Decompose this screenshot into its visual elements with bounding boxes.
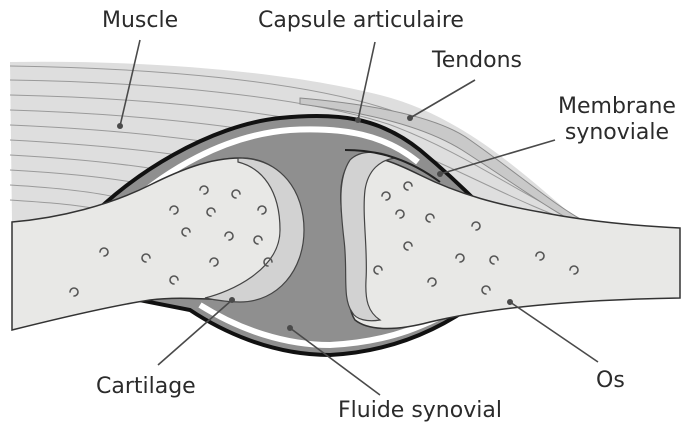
label-muscle: Muscle	[102, 8, 179, 33]
cartilage-right	[340, 151, 398, 322]
label-membrane-line2: synoviale	[564, 120, 670, 146]
label-capsule-articulaire: Capsule articulaire	[258, 8, 464, 33]
label-tendons: Tendons	[432, 48, 523, 73]
label-cartilage: Cartilage	[96, 374, 196, 399]
leader-lines	[117, 39, 599, 396]
label-os: Os	[596, 368, 625, 393]
cartilage-left	[204, 157, 305, 303]
label-membrane-synoviale: Membrane synoviale	[558, 94, 676, 147]
bone-texture-left	[69, 185, 273, 297]
bone-texture-right	[373, 181, 579, 295]
label-fluide-synovial: Fluide synovial	[338, 398, 502, 423]
synovial-membrane	[344, 149, 441, 183]
label-membrane-line1: Membrane	[558, 94, 676, 119]
